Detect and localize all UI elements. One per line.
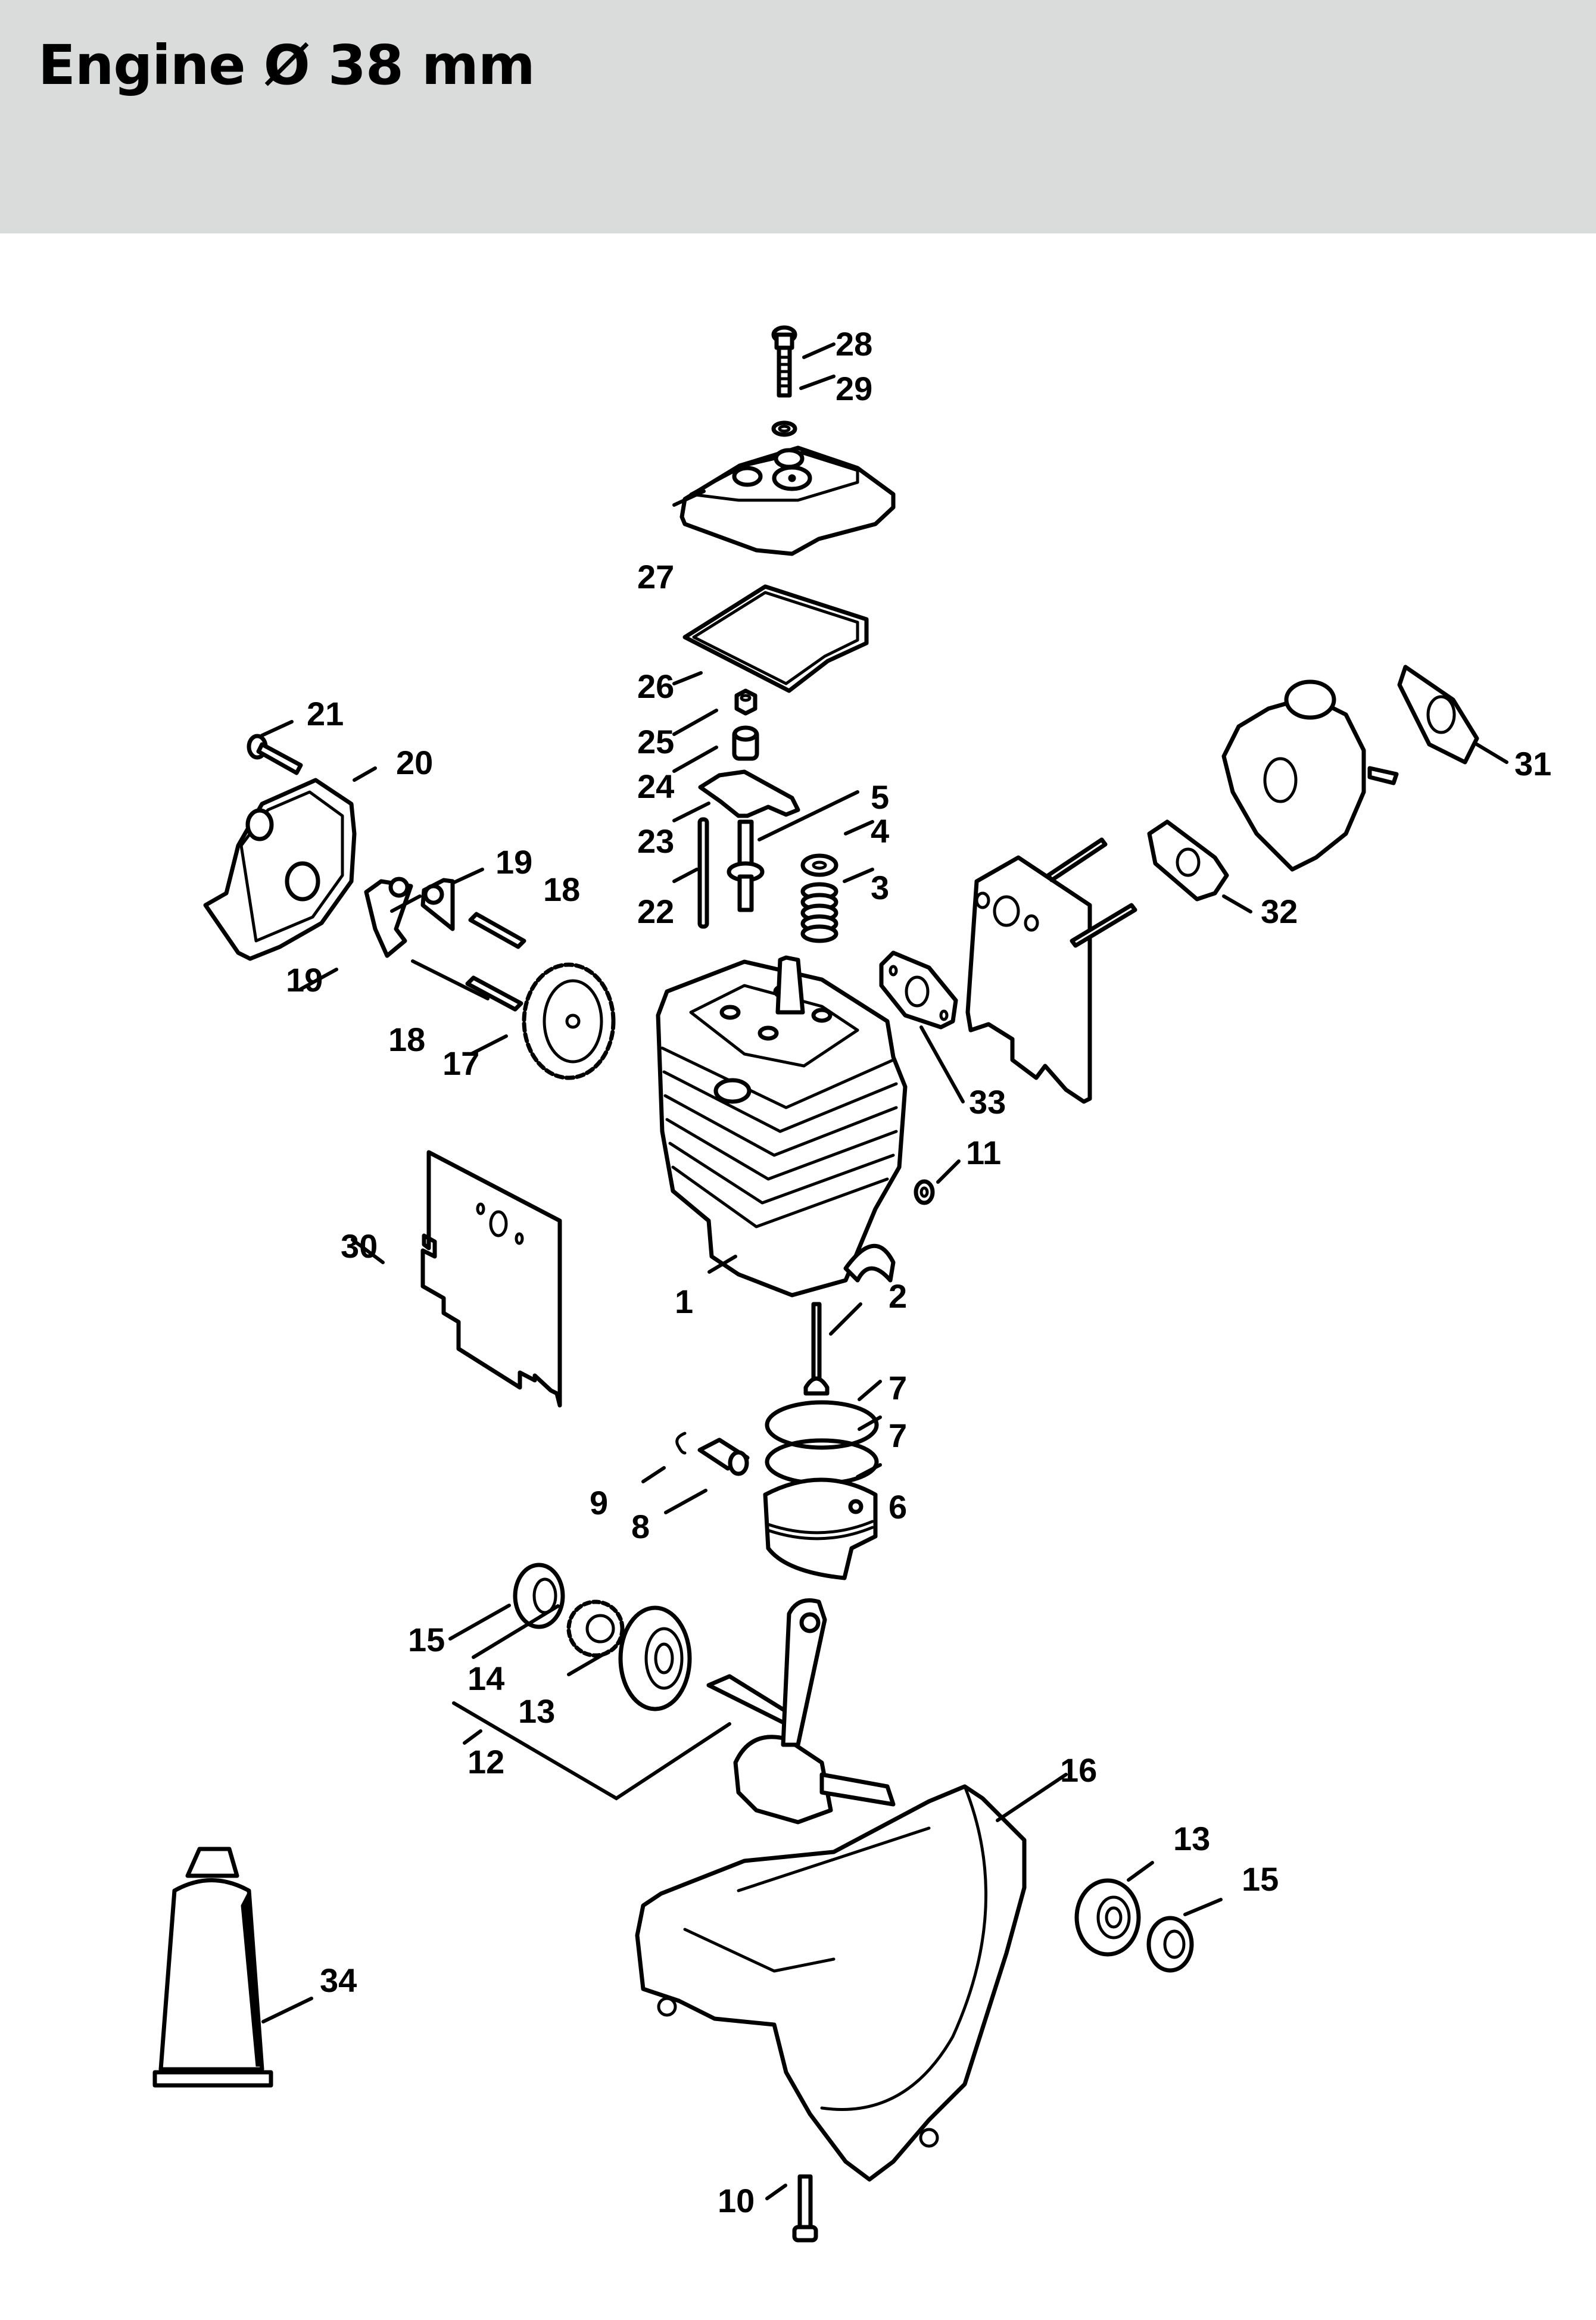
callout-19-lower[interactable]: 19 — [286, 961, 323, 999]
part-15-oil-seal-right[interactable] — [1146, 1916, 1194, 1973]
callout-27[interactable]: 27 — [637, 558, 674, 595]
part-2-valve[interactable] — [803, 1302, 830, 1396]
callout-20[interactable]: 20 — [396, 744, 433, 781]
callout-22[interactable]: 22 — [637, 893, 674, 930]
callout-4[interactable]: 4 — [871, 812, 889, 850]
callout-15-left[interactable]: 15 — [408, 1621, 445, 1658]
part-17-cam-gear[interactable] — [522, 962, 616, 1080]
carburetor — [1221, 679, 1399, 872]
callout-17[interactable]: 17 — [442, 1044, 479, 1082]
part-5-stud[interactable] — [727, 819, 765, 912]
part-3-valve-spring[interactable] — [800, 882, 838, 943]
part-11-nut[interactable] — [914, 1179, 935, 1205]
callout-29[interactable]: 29 — [836, 370, 872, 407]
part-24-spacer[interactable] — [732, 725, 759, 761]
callout-16[interactable]: 16 — [1060, 1751, 1097, 1789]
part-20-gear-cover[interactable] — [203, 778, 357, 961]
callout-26[interactable]: 26 — [637, 668, 674, 705]
part-8-piston-pin[interactable] — [697, 1437, 750, 1476]
part-6-piston[interactable] — [763, 1477, 878, 1580]
part-16-crankcase[interactable] — [635, 1784, 1027, 2182]
callout-24[interactable]: 24 — [637, 768, 674, 805]
callout-5[interactable]: 5 — [871, 778, 889, 816]
part-34-grease-tube[interactable] — [152, 1847, 273, 2088]
part-10-screw[interactable] — [792, 2174, 818, 2243]
callout-13-left[interactable]: 13 — [518, 1692, 555, 1730]
part-29-washer[interactable] — [771, 420, 797, 437]
callout-19-upper[interactable]: 19 — [495, 843, 532, 881]
part-33-gasket[interactable] — [879, 950, 958, 1030]
callout-23[interactable]: 23 — [637, 822, 674, 860]
part-7-piston-ring-upper[interactable] — [765, 1400, 879, 1450]
part-18-shaft-lower[interactable] — [465, 975, 523, 1012]
part-12-crankshaft[interactable] — [706, 1598, 896, 1825]
callout-11[interactable]: 11 — [966, 1134, 1001, 1171]
part-28-screw[interactable] — [771, 325, 797, 398]
part-31-gasket[interactable] — [1397, 665, 1479, 765]
part-13-ball-bearing-left[interactable] — [618, 1605, 692, 1711]
part-13-ball-bearing-right[interactable] — [1074, 1878, 1141, 1957]
callout-34[interactable]: 34 — [320, 1962, 357, 1999]
callout-10[interactable]: 10 — [718, 2182, 755, 2219]
part-22-pushrod[interactable] — [697, 817, 709, 929]
assembly-bracket-12 — [452, 1701, 731, 1801]
part-32-gasket[interactable] — [1147, 819, 1229, 902]
part-30-heat-shield[interactable] — [420, 1150, 562, 1408]
callout-18-upper[interactable]: 18 — [543, 871, 580, 908]
part-18-shaft-upper[interactable] — [468, 912, 526, 949]
callout-30[interactable]: 30 — [341, 1227, 378, 1265]
part-25-nut[interactable] — [734, 688, 758, 716]
callout-25[interactable]: 25 — [637, 723, 674, 760]
callout-7-upper[interactable]: 7 — [889, 1369, 907, 1407]
callout-2[interactable]: 2 — [889, 1277, 907, 1315]
callout-15-right[interactable]: 15 — [1242, 1860, 1279, 1898]
callout-3[interactable]: 3 — [871, 869, 889, 906]
part-23-rocker-arm[interactable] — [698, 769, 800, 818]
callout-32[interactable]: 32 — [1261, 893, 1298, 930]
callout-28[interactable]: 28 — [836, 325, 872, 363]
page-title: Engine Ø 38 mm — [38, 33, 535, 97]
callout-14[interactable]: 14 — [467, 1660, 504, 1697]
callout-6[interactable]: 6 — [889, 1488, 907, 1526]
intake-flange — [965, 837, 1137, 1104]
part-14-gear[interactable] — [566, 1599, 625, 1658]
callout-9[interactable]: 9 — [590, 1484, 608, 1521]
callout-8[interactable]: 8 — [631, 1508, 650, 1545]
callout-12[interactable]: 12 — [467, 1743, 504, 1780]
callout-21[interactable]: 21 — [307, 695, 344, 732]
callout-labels: 28 29 27 26 25 24 23 22 5 4 3 21 20 19 1… — [286, 325, 1551, 2219]
callout-18-lower[interactable]: 18 — [388, 1021, 425, 1058]
callout-7-lower[interactable]: 7 — [889, 1417, 907, 1454]
part-19-lever-lower[interactable] — [364, 877, 413, 958]
callout-1[interactable]: 1 — [675, 1283, 693, 1320]
part-1-cylinder[interactable] — [656, 955, 908, 1298]
callout-13-right[interactable]: 13 — [1173, 1820, 1210, 1857]
part-26-gasket[interactable] — [682, 584, 869, 693]
callout-33[interactable]: 33 — [969, 1083, 1006, 1121]
part-21-screw[interactable] — [247, 734, 303, 775]
part-19-lever-upper[interactable] — [420, 878, 455, 931]
part-27-valve-cover[interactable] — [679, 445, 896, 556]
part-9-circlip[interactable] — [675, 1432, 687, 1455]
leader-lines — [260, 342, 1508, 2200]
part-4-spring-retainer[interactable] — [800, 853, 838, 877]
callout-31[interactable]: 31 — [1514, 745, 1551, 782]
header-bar: Engine Ø 38 mm — [0, 0, 1596, 233]
